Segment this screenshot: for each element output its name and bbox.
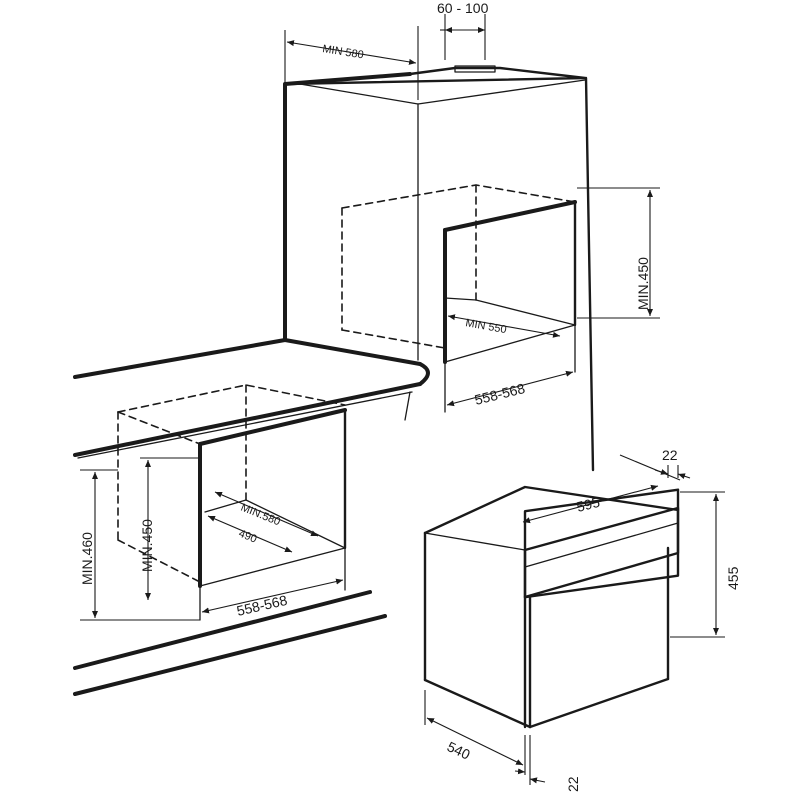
label-column-niche-depth: MIN 550 [464, 317, 507, 336]
oven-body [423, 485, 680, 729]
label-under-niche-inner-depth: 490 [237, 528, 259, 546]
label-column-min-depth: MIN 580 [322, 43, 365, 61]
label-under-niche-depth: MIN.580 [239, 502, 282, 529]
label-oven-height: 455 [725, 566, 741, 590]
countertop [73, 338, 430, 459]
label-column-niche-width: 558-568 [473, 380, 527, 408]
dimension-labels: 60 - 100 MIN 580 MIN.450 MIN 550 558-568… [79, 0, 741, 792]
label-oven-width: 595 [575, 494, 602, 515]
column-niche [341, 184, 577, 413]
label-vent-gap: 60 - 100 [437, 0, 489, 16]
label-column-niche-height: MIN.450 [635, 257, 651, 310]
dimension-lines [80, 14, 725, 785]
column-cabinet [283, 65, 595, 472]
label-oven-depth: 540 [445, 738, 473, 762]
label-oven-front-top: 22 [662, 447, 678, 463]
label-oven-front-bottom: 22 [565, 776, 581, 792]
under-counter-niche [117, 384, 347, 621]
label-under-niche-height: MIN.450 [139, 519, 155, 572]
floor-lines [73, 590, 387, 696]
label-under-counter-height: MIN.460 [79, 532, 95, 585]
